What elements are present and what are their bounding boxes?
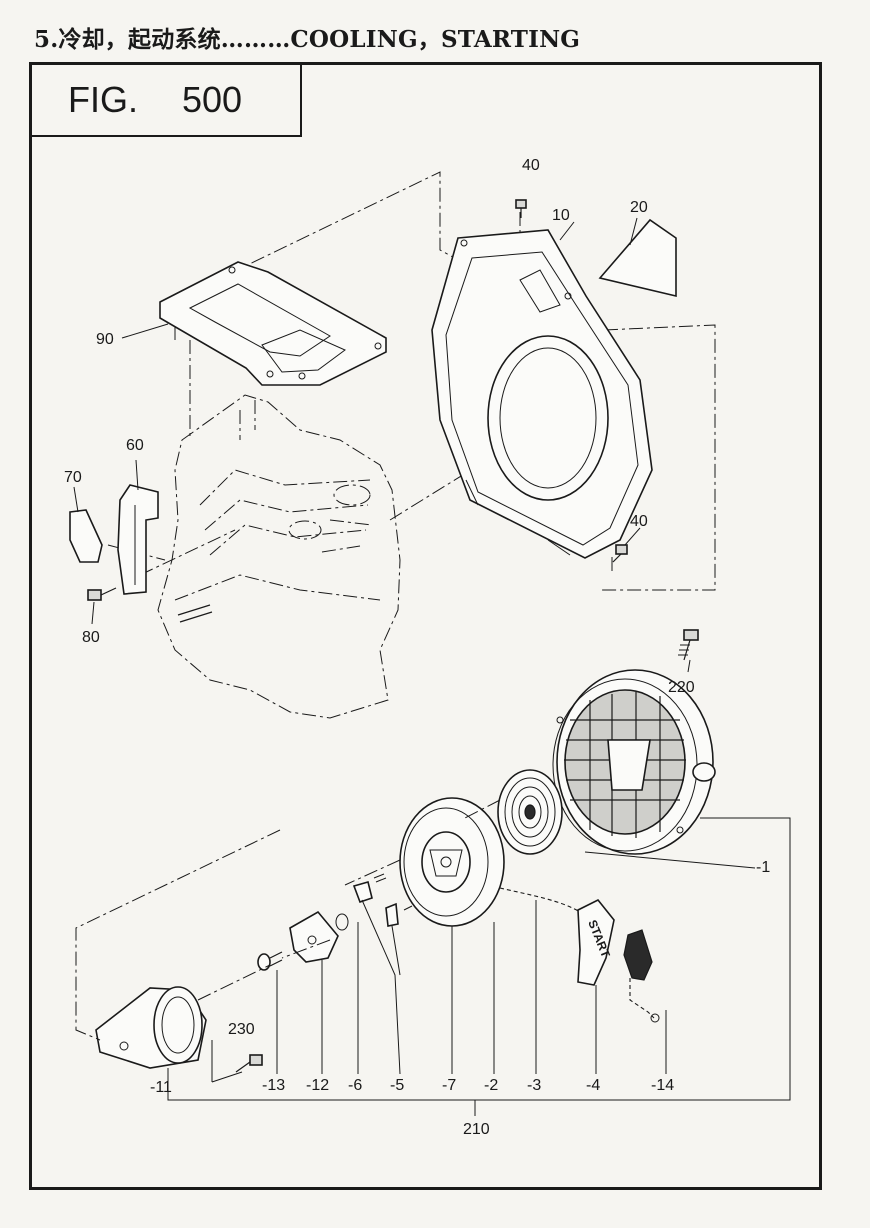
callout-40-lower: 40	[630, 513, 648, 530]
guard-60	[117, 484, 159, 595]
lower-leader-lines	[75, 799, 791, 1116]
callout-80: 80	[82, 629, 100, 646]
label-plate-20	[598, 218, 677, 298]
callout-210: 210	[463, 1121, 490, 1138]
screw-13	[257, 951, 283, 971]
engine-block	[157, 394, 401, 719]
callout-11: -11	[150, 1079, 172, 1096]
grip-14	[623, 929, 660, 1023]
starter-rope	[499, 887, 581, 913]
callout-13: -13	[262, 1077, 285, 1094]
starter-case-1	[552, 669, 716, 855]
callout-230: 230	[228, 1021, 255, 1038]
callout-90: 90	[96, 331, 114, 348]
bolt-230	[235, 1054, 263, 1073]
fan-housing-10	[431, 229, 653, 559]
callout-60: 60	[126, 437, 144, 454]
reel-2	[399, 797, 505, 927]
callout-4: -4	[586, 1077, 600, 1094]
recoil-spring	[497, 769, 563, 855]
bolt-80	[87, 587, 117, 601]
bolt-40-upper	[515, 199, 527, 218]
callout-leaders	[73, 217, 691, 673]
callout-70: 70	[64, 469, 82, 486]
callout-7: -7	[442, 1077, 456, 1094]
callout-1: -1	[756, 859, 770, 876]
callout-14: -14	[651, 1077, 674, 1094]
figure-frame: FIG. 500	[29, 62, 822, 1190]
callout-220: 220	[668, 679, 695, 696]
callout-40-upper: 40	[522, 157, 540, 174]
section-heading: 5.冷却，起动系统………COOLING，STARTING	[34, 26, 581, 53]
pulley-11	[95, 986, 207, 1069]
starter-handle-4: START	[577, 898, 615, 986]
callout-labels: 40 10 20 90 60 70 80 40 220 -1 230 -11 -…	[64, 157, 770, 1138]
bolt-40-lower	[612, 544, 628, 563]
figure-prefix: FIG.	[68, 79, 138, 120]
callout-12: -12	[306, 1077, 329, 1094]
baffle-plate-90	[159, 261, 387, 386]
cover-70	[69, 509, 103, 563]
pawl-5	[352, 873, 413, 927]
figure-id-box: FIG. 500	[32, 65, 302, 137]
callout-10: 10	[552, 207, 570, 224]
callout-3: -3	[527, 1077, 541, 1094]
bolt-220	[678, 629, 699, 661]
callout-5: -5	[390, 1077, 404, 1094]
callout-20: 20	[630, 199, 648, 216]
figure-number: 500	[182, 79, 243, 120]
callout-6: -6	[348, 1077, 362, 1094]
friction-plate-12	[289, 910, 339, 963]
callout-2: -2	[484, 1077, 498, 1094]
ring-6	[335, 913, 349, 931]
